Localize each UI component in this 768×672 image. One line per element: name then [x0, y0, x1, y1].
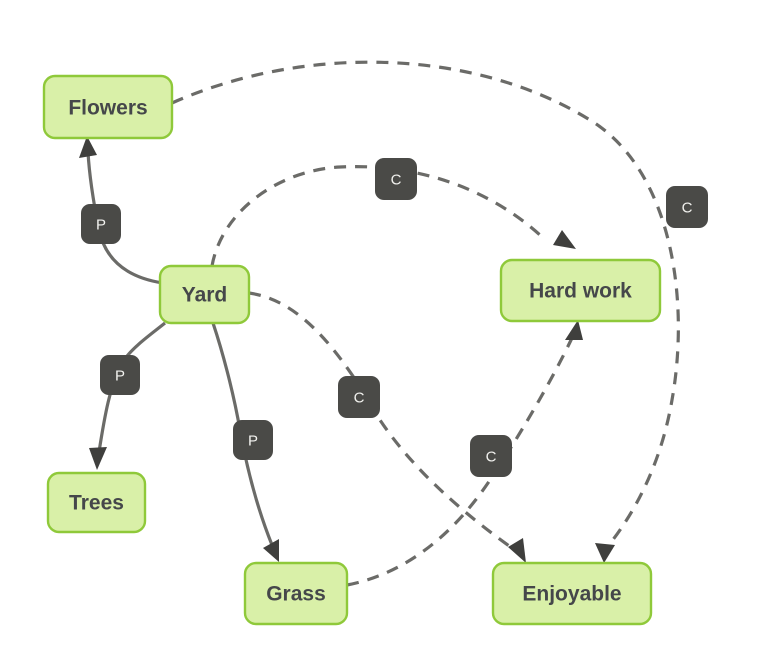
node-trees[interactable]: Trees — [46, 471, 147, 534]
edge-label-p-yard-flowers-box[interactable] — [81, 204, 121, 244]
arrowhead-yard-hardwork — [553, 230, 576, 249]
edge-label-c-grass-hardwork-box[interactable] — [470, 435, 512, 477]
node-flowers-box[interactable] — [42, 74, 174, 140]
arrowhead-yard-grass — [263, 539, 279, 562]
edge-label-c-yard-hardwork-box[interactable] — [375, 158, 417, 200]
node-flowers[interactable]: Flowers — [42, 74, 174, 140]
node-enjoyable[interactable]: Enjoyable — [491, 561, 653, 626]
edge-labels-layer: P P P C C C — [81, 158, 708, 477]
node-trees-label: Trees — [69, 492, 124, 515]
edge-flowers-enjoyable[interactable] — [171, 60, 680, 553]
edge-label-c-yard-hardwork-text: C — [391, 172, 402, 189]
node-grass-box[interactable] — [243, 561, 349, 626]
edge-label-p-yard-trees-text: P — [115, 368, 125, 385]
arrowhead-yard-trees — [89, 447, 107, 470]
edge-label-p-yard-grass[interactable]: P — [233, 420, 273, 460]
edge-yard-enjoyable[interactable] — [248, 291, 517, 553]
edge-label-c-yard-enjoyable[interactable]: C — [338, 376, 380, 418]
edge-label-c-grass-hardwork[interactable]: C — [470, 435, 512, 477]
arrowhead-grass-hardwork — [565, 320, 583, 340]
edge-label-c-flowers-enjoyable-text: C — [682, 200, 693, 217]
node-yard-label: Yard — [182, 284, 228, 307]
edge-label-p-yard-trees-box[interactable] — [100, 355, 140, 395]
arrowhead-flowers-enjoyable — [595, 543, 615, 563]
edge-label-c-yard-enjoyable-text: C — [354, 390, 365, 407]
edge-label-c-yard-hardwork[interactable]: C — [375, 158, 417, 200]
node-trees-box[interactable] — [46, 471, 147, 534]
edge-label-p-yard-flowers-text: P — [96, 217, 106, 234]
edge-label-p-yard-trees[interactable]: P — [100, 355, 140, 395]
node-hard-work[interactable]: Hard work — [499, 258, 662, 323]
edge-label-c-yard-enjoyable-box[interactable] — [338, 376, 380, 418]
nodes-layer: Flowers Yard Trees Grass Hard work Enjoy — [42, 74, 662, 626]
node-hard-work-label: Hard work — [529, 280, 632, 303]
edge-label-c-flowers-enjoyable[interactable]: C — [666, 186, 708, 228]
node-flowers-label: Flowers — [68, 97, 147, 120]
node-hard-work-box[interactable] — [499, 258, 662, 323]
node-yard[interactable]: Yard — [158, 264, 251, 325]
edge-label-p-yard-flowers[interactable]: P — [81, 204, 121, 244]
node-grass-label: Grass — [266, 583, 326, 606]
edge-grass-hardwork[interactable] — [346, 337, 574, 587]
arrowhead-yard-enjoyable — [508, 538, 526, 563]
node-yard-box[interactable] — [158, 264, 251, 325]
edge-yard-hardwork[interactable] — [210, 165, 542, 267]
edge-label-p-yard-grass-text: P — [248, 433, 258, 450]
node-enjoyable-box[interactable] — [491, 561, 653, 626]
edge-label-c-flowers-enjoyable-box[interactable] — [666, 186, 708, 228]
edge-label-p-yard-grass-box[interactable] — [233, 420, 273, 460]
node-enjoyable-label: Enjoyable — [522, 583, 621, 606]
node-grass[interactable]: Grass — [243, 561, 349, 626]
edge-label-c-grass-hardwork-text: C — [486, 449, 497, 466]
arrowhead-yard-flowers — [79, 136, 97, 158]
